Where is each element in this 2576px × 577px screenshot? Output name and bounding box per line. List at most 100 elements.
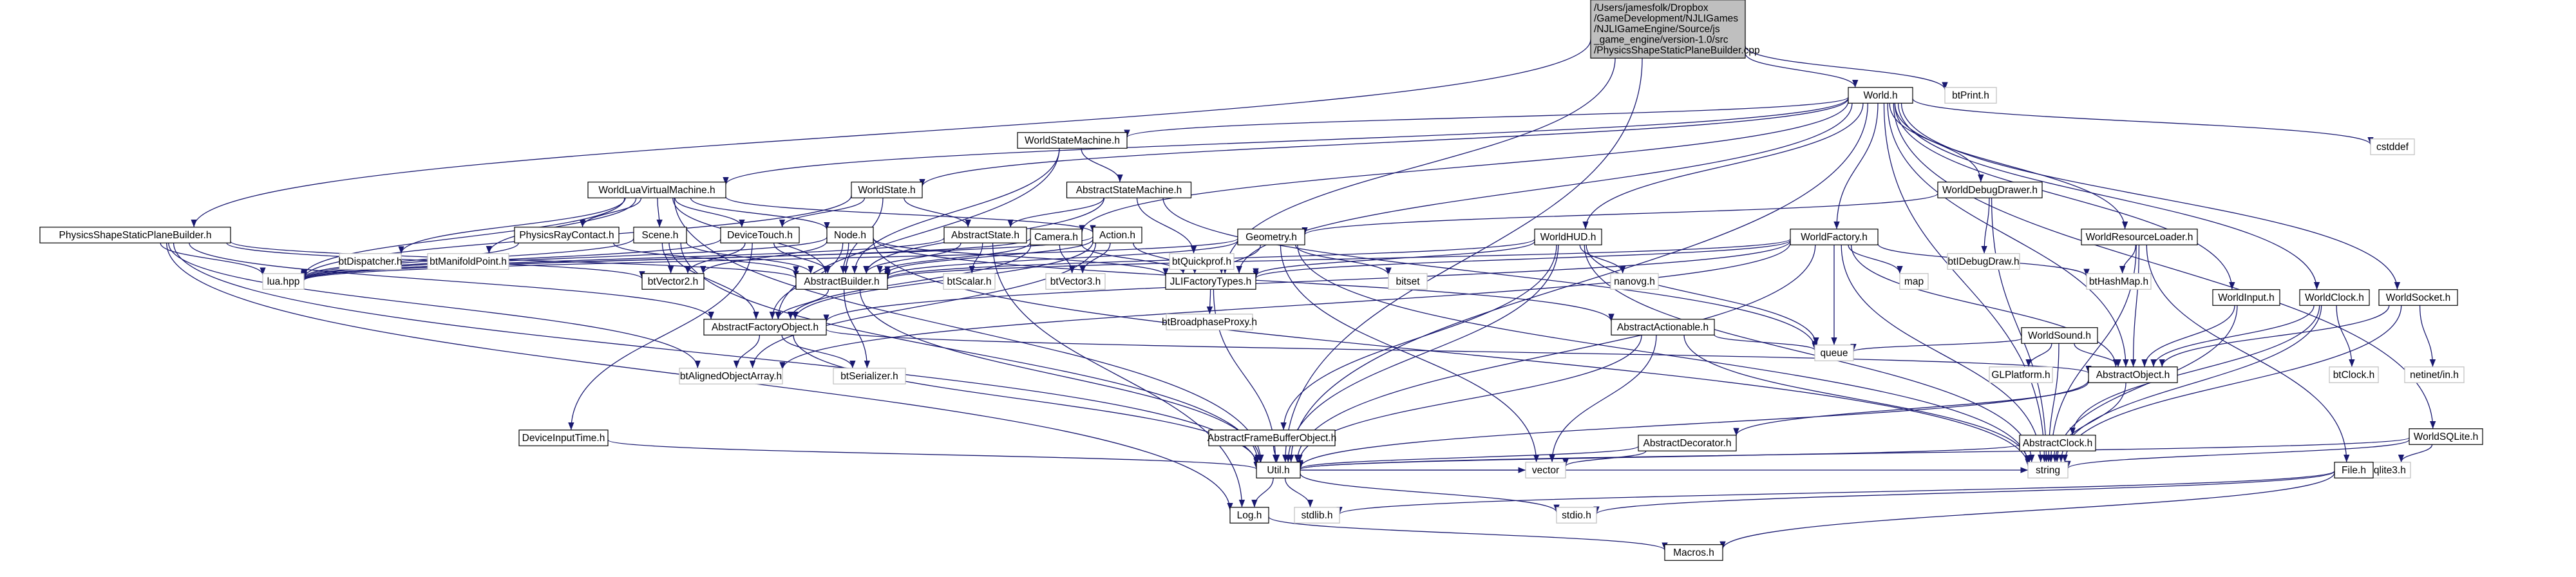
edge-wlvm-to-prc <box>579 198 642 227</box>
node-box-root <box>1590 0 1746 59</box>
node-box-node <box>826 227 874 243</box>
node-glplatform: GLPlatform.h <box>1989 366 2053 383</box>
node-label-afbo: AbstractFrameBufferObject.h <box>1208 433 1336 444</box>
edge-world-to-aobject <box>1887 103 2129 367</box>
node-label-util: Util.h <box>1267 465 1289 476</box>
node-wrl[interactable]: WorldResourceLoader.h <box>2081 229 2198 245</box>
node-box-afo <box>703 319 827 336</box>
node-winput[interactable]: WorldInput.h <box>2212 289 2280 306</box>
node-adecor[interactable]: AbstractDecorator.h <box>1638 435 1737 451</box>
node-box-stdlib <box>1294 507 1340 524</box>
edge-camera-to-abuilder <box>876 242 1031 274</box>
node-box-glplatform <box>1989 366 2053 383</box>
node-file[interactable]: File.h <box>2334 462 2374 478</box>
node-dinputtime[interactable]: DeviceInputTime.h <box>518 430 609 446</box>
edge-wlvm-to-util <box>674 198 1264 462</box>
node-box-btmanifold <box>427 253 509 270</box>
edge-world-to-wclock <box>1897 103 2320 290</box>
edge-whud-to-util <box>1285 245 1559 462</box>
edge-scene-to-btvec2 <box>661 243 674 274</box>
node-afbo[interactable]: AbstractFrameBufferObject.h <box>1208 430 1336 446</box>
edge-jlif-to-btbroad <box>1206 289 1213 314</box>
node-aclock[interactable]: AbstractClock.h <box>2019 435 2096 451</box>
node-wsound[interactable]: WorldSound.h <box>2021 327 2098 344</box>
edge-adecor-to-util <box>1297 446 1639 469</box>
edge-adecor-to-vector <box>1562 450 1647 467</box>
node-wsocket[interactable]: WorldSocket.h <box>2378 289 2458 306</box>
node-box-aact <box>1611 319 1715 336</box>
edge-node-to-luahpp <box>301 236 828 280</box>
node-root[interactable]: /Users/jamesfolk/Dropbox/GameDevelopment… <box>1590 0 1760 59</box>
edge-world-to-wsqlite <box>1893 103 2436 429</box>
node-label-btscalar: btScalar.h <box>947 276 992 287</box>
edge-winput-to-aobject <box>2141 305 2235 367</box>
node-label-btclock: btClock.h <box>2333 370 2375 381</box>
edge-afo-to-util <box>793 335 1260 464</box>
node-label-pssp: PhysicsShapeStaticPlaneBuilder.h <box>59 230 212 241</box>
node-btvec2[interactable]: btVector2.h <box>641 273 705 290</box>
node-box-aclock <box>2019 435 2096 451</box>
edge-afo-to-btaligned <box>733 335 761 368</box>
node-wdd[interactable]: WorldDebugDrawer.h <box>1937 182 2043 198</box>
node-label-sqlite3: sqlite3.h <box>2369 465 2406 476</box>
node-camera[interactable]: Camera.h <box>1030 229 1083 245</box>
node-macros[interactable]: Macros.h <box>1664 544 1723 561</box>
node-world[interactable]: World.h <box>1848 87 1913 104</box>
node-scene[interactable]: Scene.h <box>633 227 687 243</box>
node-label-wrl: WorldResourceLoader.h <box>2086 232 2193 243</box>
edge-wlvm-to-luahpp <box>301 198 625 277</box>
node-aobject[interactable]: AbstractObject.h <box>2088 366 2178 383</box>
node-label-wsound: WorldSound.h <box>2028 330 2091 341</box>
edge-world-to-jlif <box>1236 103 1853 274</box>
edge-wsocket-to-string <box>2061 305 2402 462</box>
node-wclock[interactable]: WorldClock.h <box>2299 289 2370 306</box>
node-box-dtouch <box>720 227 800 243</box>
node-wsqlite[interactable]: WorldSQLite.h <box>2409 428 2483 445</box>
node-label-vector: vector <box>1532 465 1559 476</box>
node-box-wsm <box>1017 132 1128 149</box>
edge-wlvm-to-btdispatcher <box>398 198 626 254</box>
node-abuilder[interactable]: AbstractBuilder.h <box>795 273 888 290</box>
node-label-netinet: netinet/in.h <box>2410 370 2459 381</box>
node-wlvm[interactable]: WorldLuaVirtualMachine.h <box>587 182 726 198</box>
node-geometry[interactable]: Geometry.h <box>1237 229 1305 245</box>
edge-dtouch-to-dinputtime <box>568 243 753 430</box>
edge-geometry-to-bitset <box>1294 245 1392 276</box>
edge-pssp-to-util <box>173 243 1260 466</box>
node-label-aclock: AbstractClock.h <box>2023 438 2093 449</box>
node-action[interactable]: Action.h <box>1092 227 1142 243</box>
node-box-netinet <box>2404 366 2465 383</box>
node-jlif[interactable]: JLIFactoryTypes.h <box>1165 273 1256 290</box>
node-pssp[interactable]: PhysicsShapeStaticPlaneBuilder.h <box>39 227 231 243</box>
node-cstddef: cstddef <box>2370 138 2415 155</box>
node-util[interactable]: Util.h <box>1256 462 1301 478</box>
edge-logh-to-macros <box>1268 516 1668 551</box>
edge-wfactory-to-jlif <box>1253 240 1791 279</box>
node-label-btquickprof: btQuickprof.h <box>1172 256 1231 267</box>
node-aact[interactable]: AbstractActionable.h <box>1611 319 1715 336</box>
node-box-prc <box>514 227 620 243</box>
node-prc[interactable]: PhysicsRayContact.h <box>514 227 620 243</box>
node-label-btaligned: btAlignedObjectArray.h <box>680 371 782 382</box>
node-asm[interactable]: AbstractStateMachine.h <box>1066 182 1192 198</box>
node-wsm[interactable]: WorldStateMachine.h <box>1017 132 1128 149</box>
node-whud[interactable]: WorldHUD.h <box>1534 229 1602 245</box>
node-box-pssp <box>39 227 231 243</box>
node-box-scene <box>633 227 687 243</box>
node-wstate[interactable]: WorldState.h <box>851 182 923 198</box>
edge-pssp-to-afo <box>189 243 714 319</box>
node-astate[interactable]: AbstractState.h <box>943 227 1027 243</box>
node-label-world: World.h <box>1863 90 1897 101</box>
node-logh[interactable]: Log.h <box>1229 507 1269 524</box>
edge-wfactory-to-aobject <box>1850 245 2119 367</box>
node-node[interactable]: Node.h <box>826 227 874 243</box>
node-label-btdispatcher: btDispatcher.h <box>338 256 402 267</box>
node-dtouch[interactable]: DeviceTouch.h <box>720 227 800 243</box>
node-label-wclock: WorldClock.h <box>2305 292 2364 303</box>
edge-world-to-winput <box>1894 103 2235 290</box>
node-box-wlvm <box>587 182 726 198</box>
node-wfactory[interactable]: WorldFactory.h <box>1790 229 1879 245</box>
node-afo[interactable]: AbstractFactoryObject.h <box>703 319 827 336</box>
edge-wfactory-to-string <box>1841 245 2044 462</box>
node-btprint: btPrint.h <box>1944 87 1997 104</box>
